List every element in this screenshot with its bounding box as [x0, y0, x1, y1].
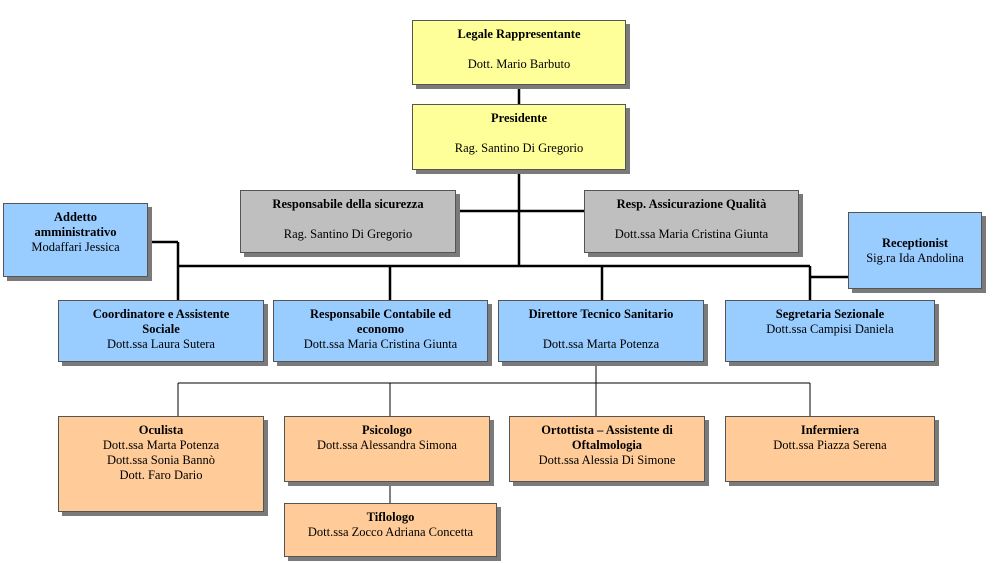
node-title: Responsabile della sicurezza [272, 197, 424, 211]
node-title-line2: Oftalmologia [571, 438, 643, 452]
node-infermiera: Infermiera Dott.ssa Piazza Serena [725, 416, 935, 482]
node-responsabile-contabile: Responsabile Contabile ed economo Dott.s… [273, 300, 488, 362]
node-addetto-amministrativo: Addetto amministrativo Modaffari Jessica [3, 203, 148, 277]
node-coordinatore-assistente-sociale: Coordinatore e Assistente Sociale Dott.s… [58, 300, 264, 362]
node-resp-assicurazione-qualita: Resp. Assicurazione Qualità Dott.ssa Mar… [584, 190, 799, 253]
node-title: Oculista [138, 423, 184, 437]
node-person: Dott.ssa Maria Cristina Giunta [614, 227, 769, 241]
node-title: Segretaria Sezionale [775, 307, 885, 321]
node-person: Rag. Santino Di Gregorio [454, 141, 584, 155]
node-person: Rag. Santino Di Gregorio [283, 227, 413, 241]
node-title: Tiflologo [366, 510, 415, 524]
node-title: Psicologo [362, 423, 412, 437]
node-direttore-tecnico-sanitario: Direttore Tecnico Sanitario Dott.ssa Mar… [498, 300, 704, 362]
node-title: Receptionist [882, 236, 948, 250]
node-person-3: Dott. Faro Dario [119, 468, 203, 482]
node-legale-rappresentante: Legale Rappresentante Dott. Mario Barbut… [412, 20, 626, 85]
node-presidente: Presidente Rag. Santino Di Gregorio [412, 104, 626, 170]
node-person: Sig.ra Ida Andolina [866, 251, 964, 265]
node-title-line2: economo [356, 322, 405, 336]
node-responsabile-sicurezza: Responsabile della sicurezza Rag. Santin… [240, 190, 456, 253]
node-person: Dott.ssa Marta Potenza [542, 337, 660, 351]
node-person: Dott.ssa Laura Sutera [107, 337, 215, 351]
node-oculista: Oculista Dott.ssa Marta Potenza Dott.ssa… [58, 416, 264, 512]
node-title-line2: Sociale [142, 322, 180, 336]
node-title-line2: amministrativo [34, 225, 117, 239]
node-person: Dott.ssa Piazza Serena [773, 438, 887, 452]
node-person: Dott.ssa Zocco Adriana Concetta [307, 525, 474, 539]
node-person: Dott. Mario Barbuto [467, 57, 571, 71]
node-person: Dott.ssa Maria Cristina Giunta [303, 337, 458, 351]
node-psicologo: Psicologo Dott.ssa Alessandra Simona [284, 416, 490, 482]
node-person: Modaffari Jessica [31, 240, 120, 254]
node-title: Resp. Assicurazione Qualità [616, 197, 767, 211]
node-title: Ortottista – Assistente di [541, 423, 673, 437]
node-title: Legale Rappresentante [457, 27, 581, 41]
node-receptionist: Receptionist Sig.ra Ida Andolina [848, 212, 982, 289]
node-title: Direttore Tecnico Sanitario [528, 307, 674, 321]
node-title: Responsabile Contabile ed [310, 307, 451, 321]
node-title: Coordinatore e Assistente [92, 307, 230, 321]
node-title: Infermiera [800, 423, 860, 437]
node-person: Dott.ssa Alessia Di Simone [538, 453, 676, 467]
node-segretaria-sezionale: Segretaria Sezionale Dott.ssa Campisi Da… [725, 300, 935, 362]
node-title: Addetto [53, 210, 98, 224]
node-person-2: Dott.ssa Sonia Bannò [107, 453, 215, 467]
node-person-1: Dott.ssa Marta Potenza [102, 438, 220, 452]
node-tiflologo: Tiflologo Dott.ssa Zocco Adriana Concett… [284, 503, 497, 557]
node-title: Presidente [490, 111, 547, 125]
node-ortottista: Ortottista – Assistente di Oftalmologia … [509, 416, 705, 482]
node-person: Dott.ssa Campisi Daniela [766, 322, 894, 336]
node-person: Dott.ssa Alessandra Simona [317, 438, 457, 452]
